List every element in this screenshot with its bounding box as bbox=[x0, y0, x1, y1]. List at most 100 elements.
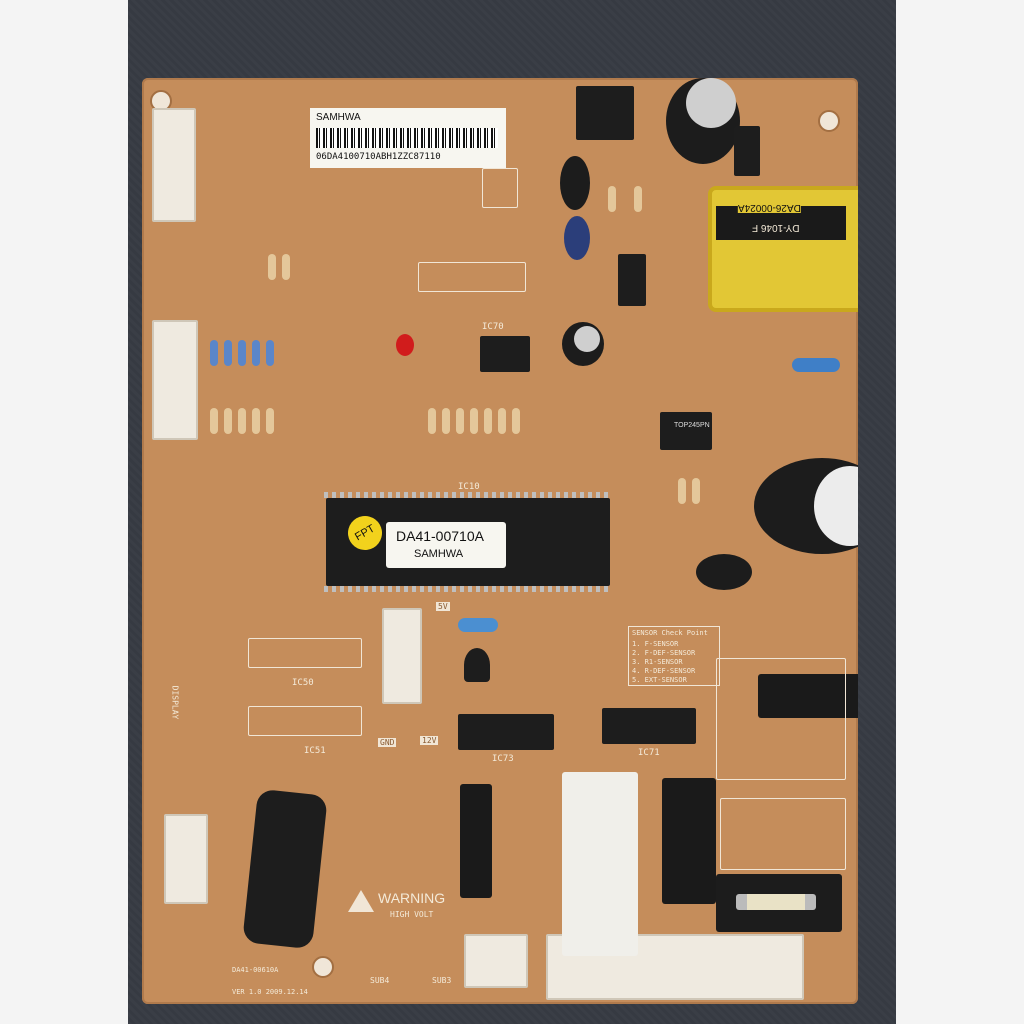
resistor bbox=[238, 340, 246, 366]
ic71-chip bbox=[602, 708, 696, 744]
ic73-chip bbox=[458, 714, 554, 750]
resistor bbox=[282, 254, 290, 280]
connector-cn40 bbox=[152, 108, 196, 222]
optocoupler bbox=[618, 254, 646, 306]
relay bbox=[662, 778, 716, 904]
barcode bbox=[316, 128, 498, 148]
silkscreen-outline bbox=[482, 168, 518, 208]
resistor bbox=[266, 408, 274, 434]
ic71-label: IC71 bbox=[638, 748, 660, 758]
connector-cn75 bbox=[164, 814, 208, 904]
resistor bbox=[470, 408, 478, 434]
resistor bbox=[224, 408, 232, 434]
electrolytic-capacitor-blue bbox=[564, 216, 590, 260]
resistor bbox=[252, 340, 260, 366]
silkscreen-outline bbox=[720, 798, 846, 870]
ceramic-capacitor bbox=[792, 358, 840, 372]
resistor bbox=[266, 340, 274, 366]
voltage-regulator bbox=[576, 86, 634, 140]
white-relay bbox=[562, 772, 638, 956]
resistor bbox=[428, 408, 436, 434]
right-background bbox=[896, 0, 1024, 1024]
barcode-brand: SAMHWA bbox=[316, 112, 361, 123]
mcu-pins-top bbox=[324, 492, 612, 498]
large-capacitor bbox=[754, 458, 858, 554]
footer-version: VER 1.0 2009.12.14 bbox=[232, 988, 308, 996]
electrolytic-capacitor bbox=[560, 156, 590, 210]
ic70-chip bbox=[480, 336, 530, 372]
transistor bbox=[464, 648, 490, 682]
transformer-label-2: DY-1046 F bbox=[752, 222, 800, 233]
silkscreen-outline bbox=[418, 262, 526, 292]
resistor bbox=[210, 408, 218, 434]
resistor bbox=[634, 186, 642, 212]
mount-hole bbox=[312, 956, 334, 978]
connector-sub4 bbox=[464, 934, 528, 988]
red-led bbox=[396, 334, 414, 356]
mcu-sticker: DA41-00710A SAMHWA bbox=[386, 522, 506, 568]
pcb-board: SAMHWA 06DA4100710ABH1ZZC87110 DA41-0071… bbox=[142, 78, 858, 1004]
ic73-label: IC73 bbox=[492, 754, 514, 764]
sensor-item: 3. R1-SENSOR bbox=[632, 658, 683, 666]
ceramic-capacitor bbox=[458, 618, 498, 632]
fuse bbox=[736, 894, 816, 910]
smps-chip-label: TOP245PN bbox=[674, 422, 710, 429]
silkscreen-outline bbox=[716, 658, 846, 780]
transformer: DA26-00024A DY-1046 F bbox=[708, 186, 858, 312]
sensor-item: 5. EXT-SENSOR bbox=[632, 676, 687, 684]
relay bbox=[460, 784, 492, 898]
diode bbox=[734, 126, 760, 176]
ic51-label: IC51 bbox=[304, 746, 326, 756]
ic51-outline bbox=[248, 706, 362, 736]
barcode-label: SAMHWA 06DA4100710ABH1ZZC87110 bbox=[310, 108, 506, 168]
fpt-sticker: FPT bbox=[341, 509, 389, 557]
transformer-label-1: DA26-00024A bbox=[738, 202, 801, 213]
resistor bbox=[442, 408, 450, 434]
triac-bridge bbox=[758, 674, 858, 718]
mcu-brand: SAMHWA bbox=[414, 548, 464, 560]
sensor-item: 4. R-DEF-SENSOR bbox=[632, 667, 696, 675]
resistor bbox=[252, 408, 260, 434]
mount-hole bbox=[818, 110, 840, 132]
buzzer bbox=[242, 788, 328, 950]
warning-title: WARNING bbox=[378, 890, 446, 906]
sensor-item: 2. F-DEF-SENSOR bbox=[632, 649, 696, 657]
mcu-pins-bottom bbox=[324, 586, 612, 592]
connector-cn30 bbox=[152, 320, 198, 440]
mcu-chip: DA41-00710A SAMHWA FPT bbox=[324, 492, 612, 592]
label-5v: 5V bbox=[436, 602, 450, 611]
sensor-item: 1. F-SENSOR bbox=[632, 640, 679, 648]
electrolytic-capacitor bbox=[562, 322, 604, 366]
resistor bbox=[210, 340, 218, 366]
mcu-part-number: DA41-00710A bbox=[396, 528, 484, 544]
fuse-holder bbox=[716, 874, 842, 932]
resistor bbox=[692, 478, 700, 504]
ic50-label: IC50 bbox=[292, 678, 314, 688]
electrolytic-capacitor bbox=[666, 78, 740, 164]
resistor bbox=[678, 478, 686, 504]
label-sub3: SUB3 bbox=[432, 976, 452, 985]
display-label: DISPLAY bbox=[170, 685, 180, 720]
ic10-label: IC10 bbox=[458, 482, 480, 492]
resistor bbox=[608, 186, 616, 212]
label-gnd: GND bbox=[378, 738, 397, 747]
connector-eeprom bbox=[382, 608, 422, 704]
label-12v: 12V bbox=[420, 736, 439, 745]
resistor bbox=[498, 408, 506, 434]
ic50-outline bbox=[248, 638, 362, 668]
sensor-check-box: SENSOR Check Point 1. F-SENSOR 2. F-DEF-… bbox=[628, 626, 720, 686]
resistor bbox=[224, 340, 232, 366]
ic70-label: IC70 bbox=[482, 322, 504, 332]
warning-triangle-icon bbox=[348, 890, 374, 912]
left-background bbox=[0, 0, 128, 1024]
sensor-title: SENSOR Check Point bbox=[632, 629, 708, 637]
smps-chip: TOP245PN bbox=[660, 412, 712, 450]
barcode-serial: 06DA4100710ABH1ZZC87110 bbox=[316, 152, 441, 162]
resistor bbox=[268, 254, 276, 280]
resistor bbox=[484, 408, 492, 434]
resistor bbox=[238, 408, 246, 434]
label-sub4: SUB4 bbox=[370, 976, 390, 985]
footer-code: DA41-00610A bbox=[232, 966, 279, 974]
warning-sub: HIGH VOLT bbox=[390, 910, 434, 919]
electrolytic-capacitor bbox=[696, 554, 752, 590]
